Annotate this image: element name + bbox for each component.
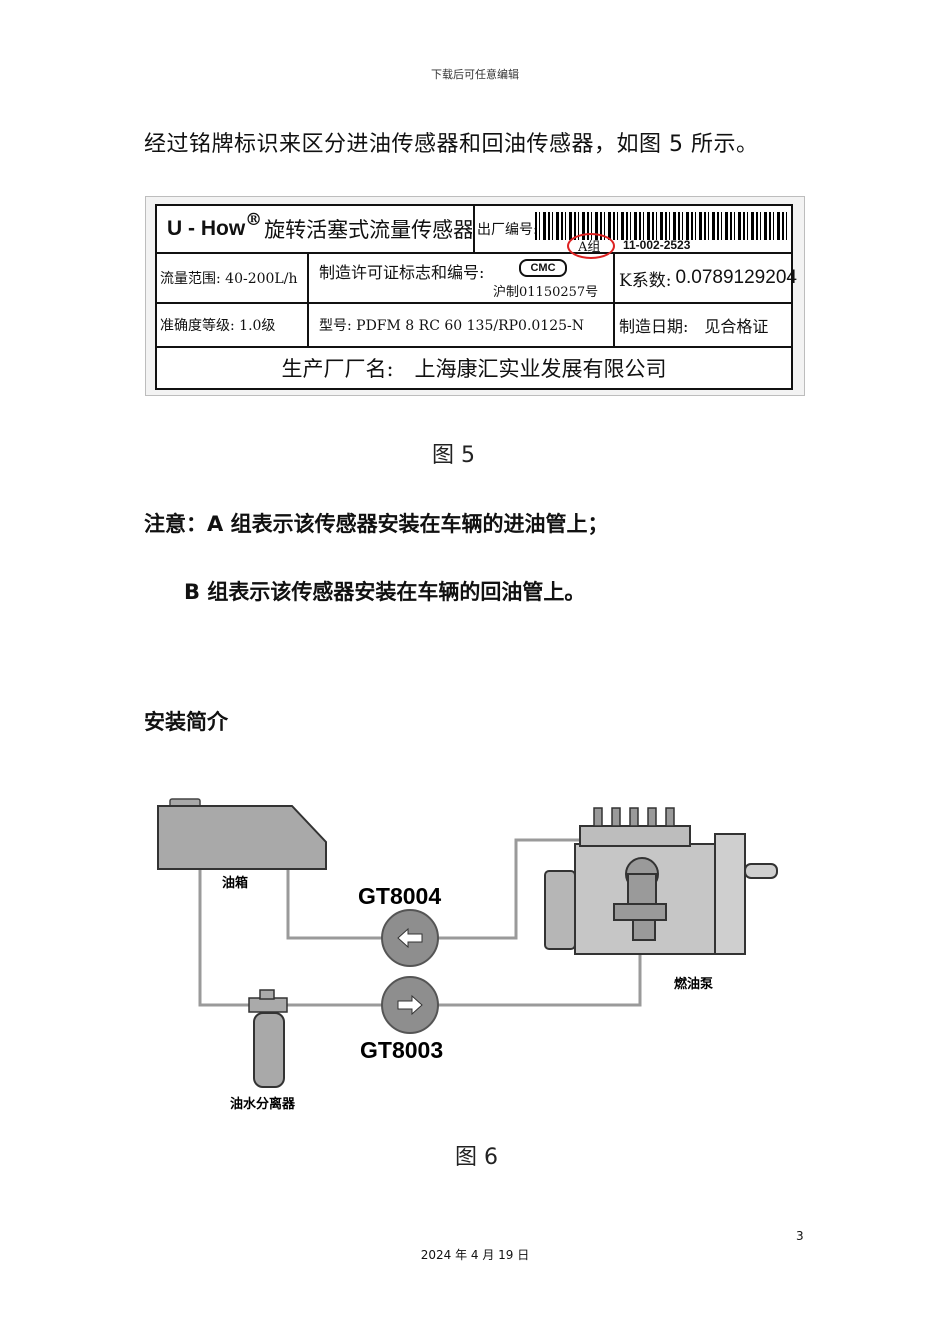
supply-pipe-left [198, 868, 250, 1007]
plate-divider [473, 206, 475, 252]
plate-divider [157, 346, 791, 348]
installation-diagram: 油箱 GT8004 GT8003 油水分离器 燃油泵 [157, 798, 778, 1112]
arrow-right-icon [397, 994, 423, 1016]
figure-6-caption: 图 6 [455, 1145, 498, 1170]
k-factor-label: K系数: [619, 270, 672, 291]
fuel-pump [544, 807, 778, 955]
return-pipe-right [438, 838, 580, 940]
separator-label: 油水分离器 [230, 1096, 296, 1112]
flow-range: 流量范围: 40-200L/h [160, 271, 298, 287]
note-line-2: B 组表示该传感器安装在车辆的回油管上。 [184, 580, 586, 604]
serial-number: 11-002-2523 [623, 238, 691, 252]
fuel-pipes [198, 838, 642, 1007]
sensor-gt8003 [381, 976, 439, 1034]
supply-pipe-right [438, 934, 642, 1007]
pump-label: 燃油泵 [674, 976, 713, 992]
sensor-label-top: GT8004 [358, 883, 441, 909]
page-number: 3 [796, 1229, 804, 1243]
license-number: 沪制01150257号 [493, 284, 599, 300]
header-note: 下载后可任意编辑 [431, 68, 519, 81]
figure-5-caption: 图 5 [432, 443, 475, 468]
manufacture-date: 制造日期: 见合格证 [619, 317, 769, 336]
group-circle-marker [567, 233, 615, 259]
plate-divider [613, 252, 615, 346]
manufacturer-name: 生产厂厂名: 上海康汇实业发展有限公司 [281, 357, 667, 381]
plate-title: U - How ® 旋转活塞式流量传感器 [167, 206, 472, 252]
plate-divider [307, 252, 309, 346]
brand-name: U - How [167, 217, 246, 240]
tank-label: 油箱 [222, 875, 248, 891]
sensor-gt8004 [381, 909, 439, 967]
product-name: 旋转活塞式流量传感器 [264, 218, 472, 242]
fuel-tank [157, 798, 327, 870]
serial-label: 出厂编号: [477, 222, 537, 238]
plate-divider [157, 252, 791, 254]
intro-paragraph: 经过铭牌标识来区分进油传感器和回油传感器，如图 5 所示。 [144, 132, 759, 157]
group-label: A组 [578, 239, 601, 255]
accuracy-class: 准确度等级: 1.0级 [160, 318, 276, 334]
footer-date: 2024 年 4 月 19 日 [420, 1248, 530, 1262]
cmc-logo: CMC [519, 259, 567, 277]
registered-mark: ® [245, 210, 263, 230]
note-line-1: 注意：A 组表示该传感器安装在车辆的进油管上； [144, 512, 609, 536]
nameplate: U - How ® 旋转活塞式流量传感器 出厂编号: A组 11-002-252… [155, 204, 797, 390]
sensor-label-bottom: GT8003 [360, 1037, 443, 1063]
return-pipe-left [286, 868, 382, 940]
k-factor-value: 0.0789129204 [675, 267, 797, 288]
license-label: 制造许可证标志和编号: [319, 263, 485, 282]
arrow-left-icon [397, 927, 423, 949]
model-number: 型号: PDFM 8 RC 60 135/RP0.0125-N [319, 318, 585, 334]
plate-divider [157, 302, 791, 304]
oil-water-separator [248, 989, 288, 1088]
section-title: 安装简介 [144, 710, 228, 734]
k-factor: K系数: 0.0789129204 [619, 254, 797, 302]
